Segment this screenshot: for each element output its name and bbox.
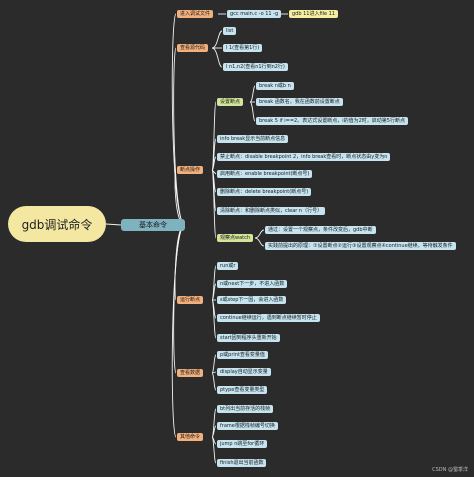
category-source: 查看源代码 bbox=[177, 44, 209, 52]
leaf-l1: l 1(查看第1行) bbox=[223, 44, 263, 52]
main-node: 基本命令 bbox=[121, 219, 185, 231]
subcategory-watch: 观察点watch bbox=[217, 234, 254, 242]
watermark: CSDN @蜀季洋 bbox=[432, 467, 468, 473]
category-breakpoint: 断点操作 bbox=[177, 166, 204, 174]
leaf-l1-10: l n1,n2(查看n1行到n2行) bbox=[223, 63, 288, 71]
leaf-display: display自动显示变量 bbox=[217, 368, 271, 376]
leaf-next: n或next下一步，不进入函数 bbox=[217, 280, 288, 288]
leaf-frame: frame根据栈帧编号切换 bbox=[217, 422, 278, 430]
leaf-gdb: gdb 11进入file 11 bbox=[289, 10, 339, 18]
leaf-watch1: 通过：设置一个观察点，条件改变后，gdb中断 bbox=[265, 226, 376, 234]
category-other: 其他命令 bbox=[177, 433, 204, 441]
leaf-clear: 清除断点：和删除断点类似，clear n（行号） bbox=[217, 207, 326, 215]
leaf-break-cond: break 5 if i==2。表达式设置断点，i的值为2时，启动第5行断点 bbox=[256, 117, 408, 125]
leaf-step: s或step下一因，会进入函数 bbox=[217, 296, 287, 304]
leaf-delete: 删除断点：delete breakpoint(断点号) bbox=[217, 188, 312, 196]
leaf-continue: continue继续运行，遇到断点继续暂时停止 bbox=[217, 314, 320, 322]
root-node: gdb调试命令 bbox=[8, 206, 106, 242]
leaf-enable: 启用断点：enable breakpoint(断点号) bbox=[217, 170, 313, 178]
leaf-list: list bbox=[223, 27, 237, 35]
leaf-print: p或print查看变量值 bbox=[217, 351, 268, 359]
leaf-bt: bt列出当前存活的栈帧 bbox=[217, 405, 274, 413]
leaf-ptype: ptype查看变量类型 bbox=[217, 386, 268, 394]
category-enter: 进入调试文件 bbox=[177, 10, 214, 18]
leaf-disable: 禁止断点：disable breakpoint 2，info break查看时，… bbox=[217, 153, 391, 161]
leaf-run: run或r bbox=[217, 262, 239, 270]
leaf-start: start因到程序头重新开始 bbox=[217, 334, 280, 342]
leaf-break-func: break 函数名。我在函数前设置断点 bbox=[256, 98, 343, 106]
leaf-break-n: break n或b n bbox=[256, 82, 294, 90]
leaf-gcc: gcc main.c -o 11 -g bbox=[227, 10, 282, 18]
subcategory-set: 设置断点 bbox=[217, 98, 244, 106]
leaf-jump: jump n跳至for循环 bbox=[217, 440, 268, 448]
leaf-finish: finish退出当前函数 bbox=[217, 459, 267, 467]
leaf-info: info break显示当前断点信息 bbox=[217, 135, 289, 143]
category-run: 运行断点 bbox=[177, 296, 204, 304]
leaf-watch2: 实践前提出的原理：①设置断点②运行③设置观察点④continue继续，等待触发条… bbox=[265, 242, 456, 250]
category-view: 查看数据 bbox=[177, 369, 204, 377]
